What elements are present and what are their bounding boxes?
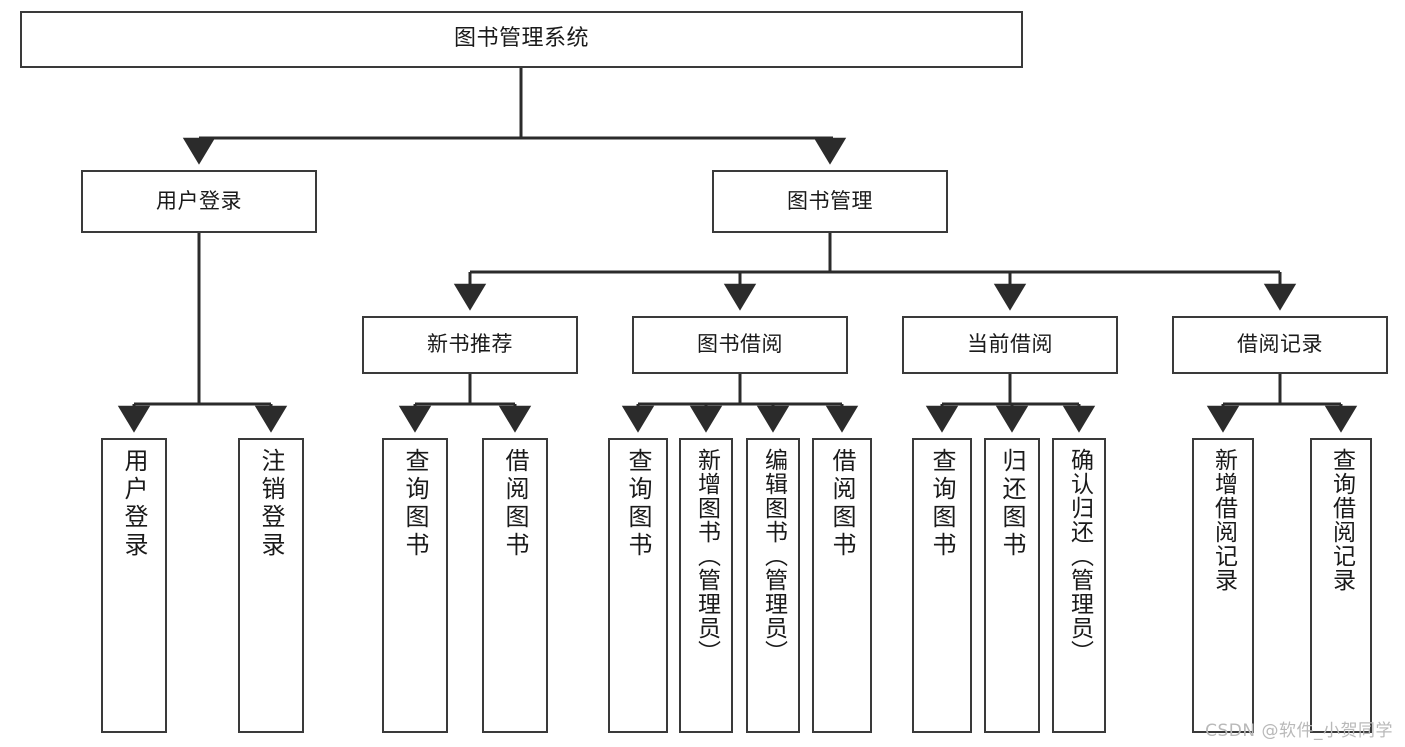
node-book-borrow[interactable]: 图书借阅 [632,316,848,374]
node-book-manage[interactable]: 图书管理 [712,170,948,233]
node-label: 用户登录 [156,188,242,213]
node-label: 确认归还（管理员） [1066,448,1093,664]
node-label: 编辑图书（管理员） [760,448,787,664]
leaf-bb-add-book[interactable]: 新增图书（管理员） [679,438,733,733]
leaf-br-query-record[interactable]: 查询借阅记录 [1310,438,1372,733]
node-current-borrow[interactable]: 当前借阅 [902,316,1118,374]
node-label: 归还图书 [998,448,1026,560]
node-label: 查询借阅记录 [1328,448,1355,592]
leaf-bb-borrow-book[interactable]: 借阅图书 [812,438,872,733]
watermark-text: CSDN @软件_小贺同学 [1205,721,1393,741]
node-label: 借阅记录 [1237,332,1323,357]
leaf-bb-edit-book[interactable]: 编辑图书（管理员） [746,438,800,733]
node-label: 查询图书 [624,448,652,560]
node-user-login[interactable]: 用户登录 [81,170,317,233]
leaf-cb-query-book[interactable]: 查询图书 [912,438,972,733]
node-borrow-record[interactable]: 借阅记录 [1172,316,1388,374]
node-label: 用户登录 [120,448,148,560]
leaf-cb-confirm-return[interactable]: 确认归还（管理员） [1052,438,1106,733]
node-label: 查询图书 [928,448,956,560]
leaf-bb-query-book[interactable]: 查询图书 [608,438,668,733]
node-new-book-rec[interactable]: 新书推荐 [362,316,578,374]
leaf-cb-return-book[interactable]: 归还图书 [984,438,1040,733]
node-label: 借阅图书 [501,448,529,560]
node-label: 当前借阅 [967,332,1053,357]
node-root[interactable]: 图书管理系统 [20,11,1023,68]
node-label: 图书管理系统 [453,26,589,52]
leaf-rec-query-book[interactable]: 查询图书 [382,438,448,733]
leaf-br-add-record[interactable]: 新增借阅记录 [1192,438,1254,733]
leaf-user-login[interactable]: 用户登录 [101,438,167,733]
node-label: 借阅图书 [828,448,856,560]
leaf-user-logout[interactable]: 注销登录 [238,438,304,733]
node-label: 新书推荐 [427,332,513,357]
node-label: 查询图书 [401,448,429,560]
node-label: 注销登录 [257,448,285,560]
node-label: 图书管理 [787,188,873,213]
node-label: 图书借阅 [697,332,783,357]
node-label: 新增图书（管理员） [693,448,720,664]
leaf-rec-borrow-book[interactable]: 借阅图书 [482,438,548,733]
node-label: 新增借阅记录 [1210,448,1237,592]
